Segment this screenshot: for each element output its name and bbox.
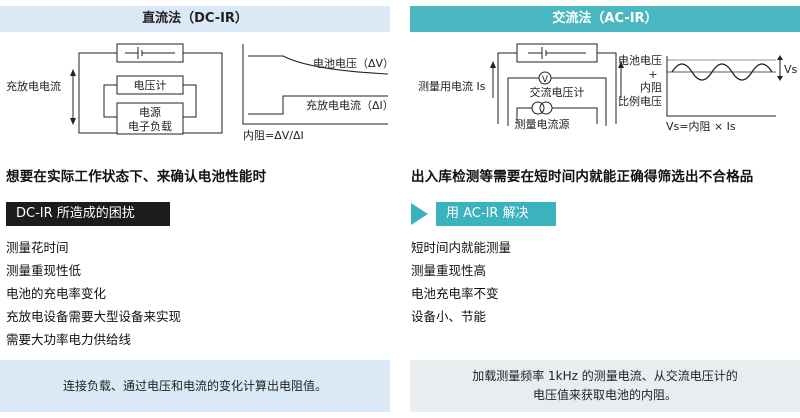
dc-formula: 内阻=ΔV/ΔI (243, 128, 304, 142)
ac-proportional-voltage-label: 比例电压 (618, 94, 662, 108)
ac-title: 出入库检测等需要在短时间内就能正确得筛选出不合格品 (411, 169, 754, 185)
list-item: 需要大功率电力供给线 (6, 332, 132, 347)
list-item: 短时间内就能测量 (411, 240, 512, 255)
dc-voltage-curve (248, 55, 389, 75)
ac-internal-resistance-label: 内阻 (640, 80, 662, 94)
dc-current-label: 充放电电流 (6, 79, 61, 93)
ac-voltmeter-label: 交流电压计 (530, 85, 585, 99)
ac-solution-list: 短时间内就能测量 测量重现性高 电池充电率不变 设备小、节能 (411, 236, 511, 328)
ac-current-source-label: 测量电流源 (515, 117, 570, 131)
ac-plus-label: + (648, 68, 657, 81)
ac-formula: Vs=内阻 × Is (666, 119, 736, 133)
ac-footer-line-2: 电压值来获取电池的内阻。 (532, 388, 677, 402)
play-arrow-icon (411, 203, 428, 225)
dc-circuit-diagram: 充放电电流 电压计 电源 电子负载 电池电压（ΔV） 充放电电流（ΔI） 内阻=… (6, 43, 390, 142)
dc-voltage-change-label: 电池电压（ΔV） (313, 57, 390, 70)
dc-source-label-1: 电源 (139, 105, 161, 119)
ac-footer-line-1: 加载测量频率 1kHz 的测量电流、从交流电压计的 (472, 369, 738, 383)
ac-current-source-circle (539, 101, 553, 115)
dc-current-step (248, 95, 388, 115)
ac-v-symbol: V (542, 75, 549, 85)
ac-battery-voltage-label: 电池电压 (618, 54, 662, 67)
dc-title: 想要在实际工作状态下、来确认电池性能时 (6, 169, 267, 185)
dc-footer-text: 连接负载、通过电压和电流的变化计算出电阻值。 (62, 378, 327, 393)
ac-measure-current-label: 测量用电流 Is (418, 79, 486, 93)
dc-voltmeter-label: 电压计 (134, 79, 167, 92)
list-item: 电池的充电率变化 (6, 286, 107, 301)
ac-footer: 加载测量频率 1kHz 的测量电流、从交流电压计的 电压值来获取电池的内阻。 (410, 360, 800, 412)
dc-source-box (116, 102, 184, 135)
ac-solution-label: 用 AC-IR 解决 (436, 202, 556, 226)
list-item: 测量重现性高 (411, 263, 487, 278)
ac-circuit-diagram: V 测量用电流 Is 交流电压计 测量电流源 电池电压 + 内阻 比例电压 Vs… (418, 43, 798, 133)
dc-footer: 连接负载、通过电压和电流的变化计算出电阻值。 (0, 360, 390, 412)
list-item: 电池充电率不变 (411, 286, 499, 301)
dc-source-label-2: 电子负载 (128, 119, 172, 133)
list-item: 测量花时间 (6, 240, 69, 255)
dc-header: 直流法（DC-IR） (0, 6, 390, 32)
dc-problem-list: 测量花时间 测量重现性低 电池的充电率变化 充放电设备需要大型设备来实现 需要大… (6, 236, 181, 351)
ac-sine-wave (671, 63, 773, 81)
list-item: 充放电设备需要大型设备来实现 (6, 309, 182, 324)
ac-header: 交流法（AC-IR） (410, 6, 800, 32)
list-item: 测量重现性低 (6, 263, 82, 278)
ac-vs-label: Vs (784, 63, 798, 76)
dc-problem-label: DC-IR 所造成的困扰 (6, 202, 170, 226)
list-item: 设备小、节能 (411, 309, 487, 324)
dc-current-change-label: 充放电电流（ΔI） (306, 98, 390, 112)
